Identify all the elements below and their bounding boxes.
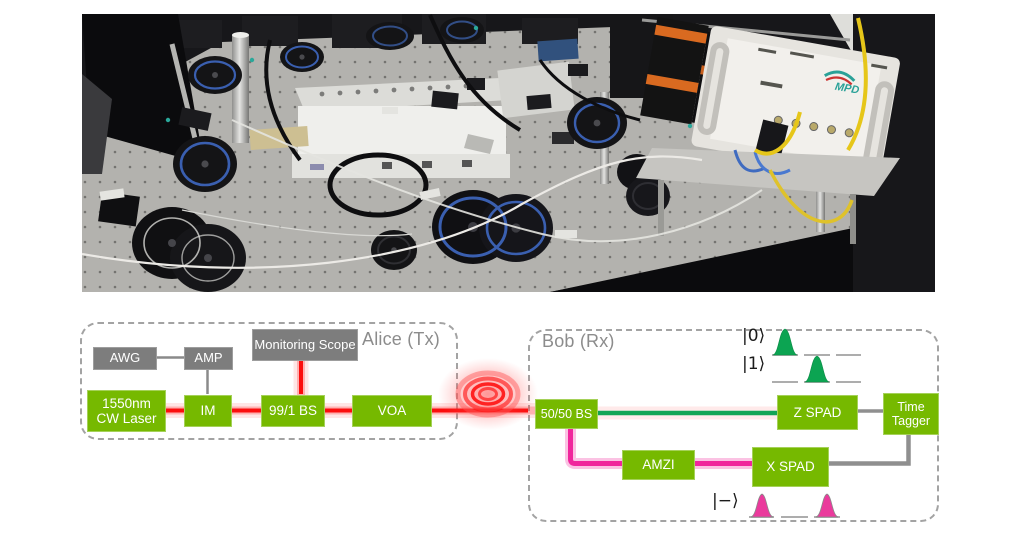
im-box: IM [184,395,232,427]
time-tagger-label-line2: Tagger [891,414,931,428]
im-label: IM [200,403,216,419]
amp-box: AMP [184,347,233,370]
mpd-instrument: MPD [691,26,900,178]
laser-label-line1: 1550nm [102,395,151,411]
time-tagger-label-line1: Time [897,400,925,414]
small-components [178,64,588,144]
bob-label: Bob (Rx) [542,331,615,351]
green-connectors [165,25,693,129]
fiber-spool [371,230,417,270]
clamp [464,134,494,154]
fiber-spool [440,17,484,43]
fiber-spool [366,22,414,50]
fiber-spool-pair [432,190,553,264]
zspad-box: Z SPAD [777,395,858,430]
bs5050-box: 50/50 BS [535,399,598,429]
xspad-box: X SPAD [752,447,829,487]
mpd-logo: MPD [823,70,860,97]
handle-left [697,42,730,135]
laser-label-line2: CW Laser [96,411,157,426]
bs991-label: 99/1 BS [268,403,318,419]
bs5050-label: 50/50 BS [540,407,593,421]
bs991-box: 99/1 BS [261,395,325,427]
gold-component [249,126,309,150]
lab-photo-svg: MPD [82,14,935,292]
front-labels [758,47,888,89]
black-cables [264,14,641,218]
fiber-spool [280,42,324,72]
monitoring-scope-box: Monitoring Scope [252,329,358,361]
time-tagger-box: Time Tagger [883,393,939,435]
amzi-label: AMZI [642,457,675,473]
lab-photo: MPD [82,14,935,292]
alice-label: Alice (Tx) [362,329,440,349]
awg-label: AWG [109,350,141,366]
table-front-edge [550,228,853,292]
amp-label: AMP [194,350,223,366]
ket-minus: |−⟩ [712,491,739,511]
awg-box: AWG [93,347,157,370]
tape-labels [99,107,577,238]
zspad-label: Z SPAD [793,404,842,420]
xspad-label: X SPAD [766,459,815,475]
blue-box [537,38,579,62]
fiber-spool [173,136,237,192]
patch-cables [733,17,868,224]
ket-one: |1⟩ [742,354,766,374]
voa-box: VOA [352,395,432,427]
yellow-fiber [768,169,854,224]
voa-label: VOA [377,403,407,419]
svg-text:MPD: MPD [834,81,860,97]
wall [830,14,853,54]
fiber-spools [132,17,670,292]
silver-box [497,61,575,119]
black-module [98,191,140,227]
yellow-fiber [753,111,802,156]
bench-edge [82,74,112,174]
fiber-spool-pair [132,207,246,292]
ket-zero: |0⟩ [742,326,766,346]
fiber-spool [188,56,242,94]
yellow-fiber [846,17,868,152]
white-fibers [82,119,763,269]
sma-connectors [773,115,854,138]
amzi-box: AMZI [622,450,695,480]
monitoring-scope-label: Monitoring Scope [254,336,356,352]
laser-box: 1550nm CW Laser [87,390,166,432]
